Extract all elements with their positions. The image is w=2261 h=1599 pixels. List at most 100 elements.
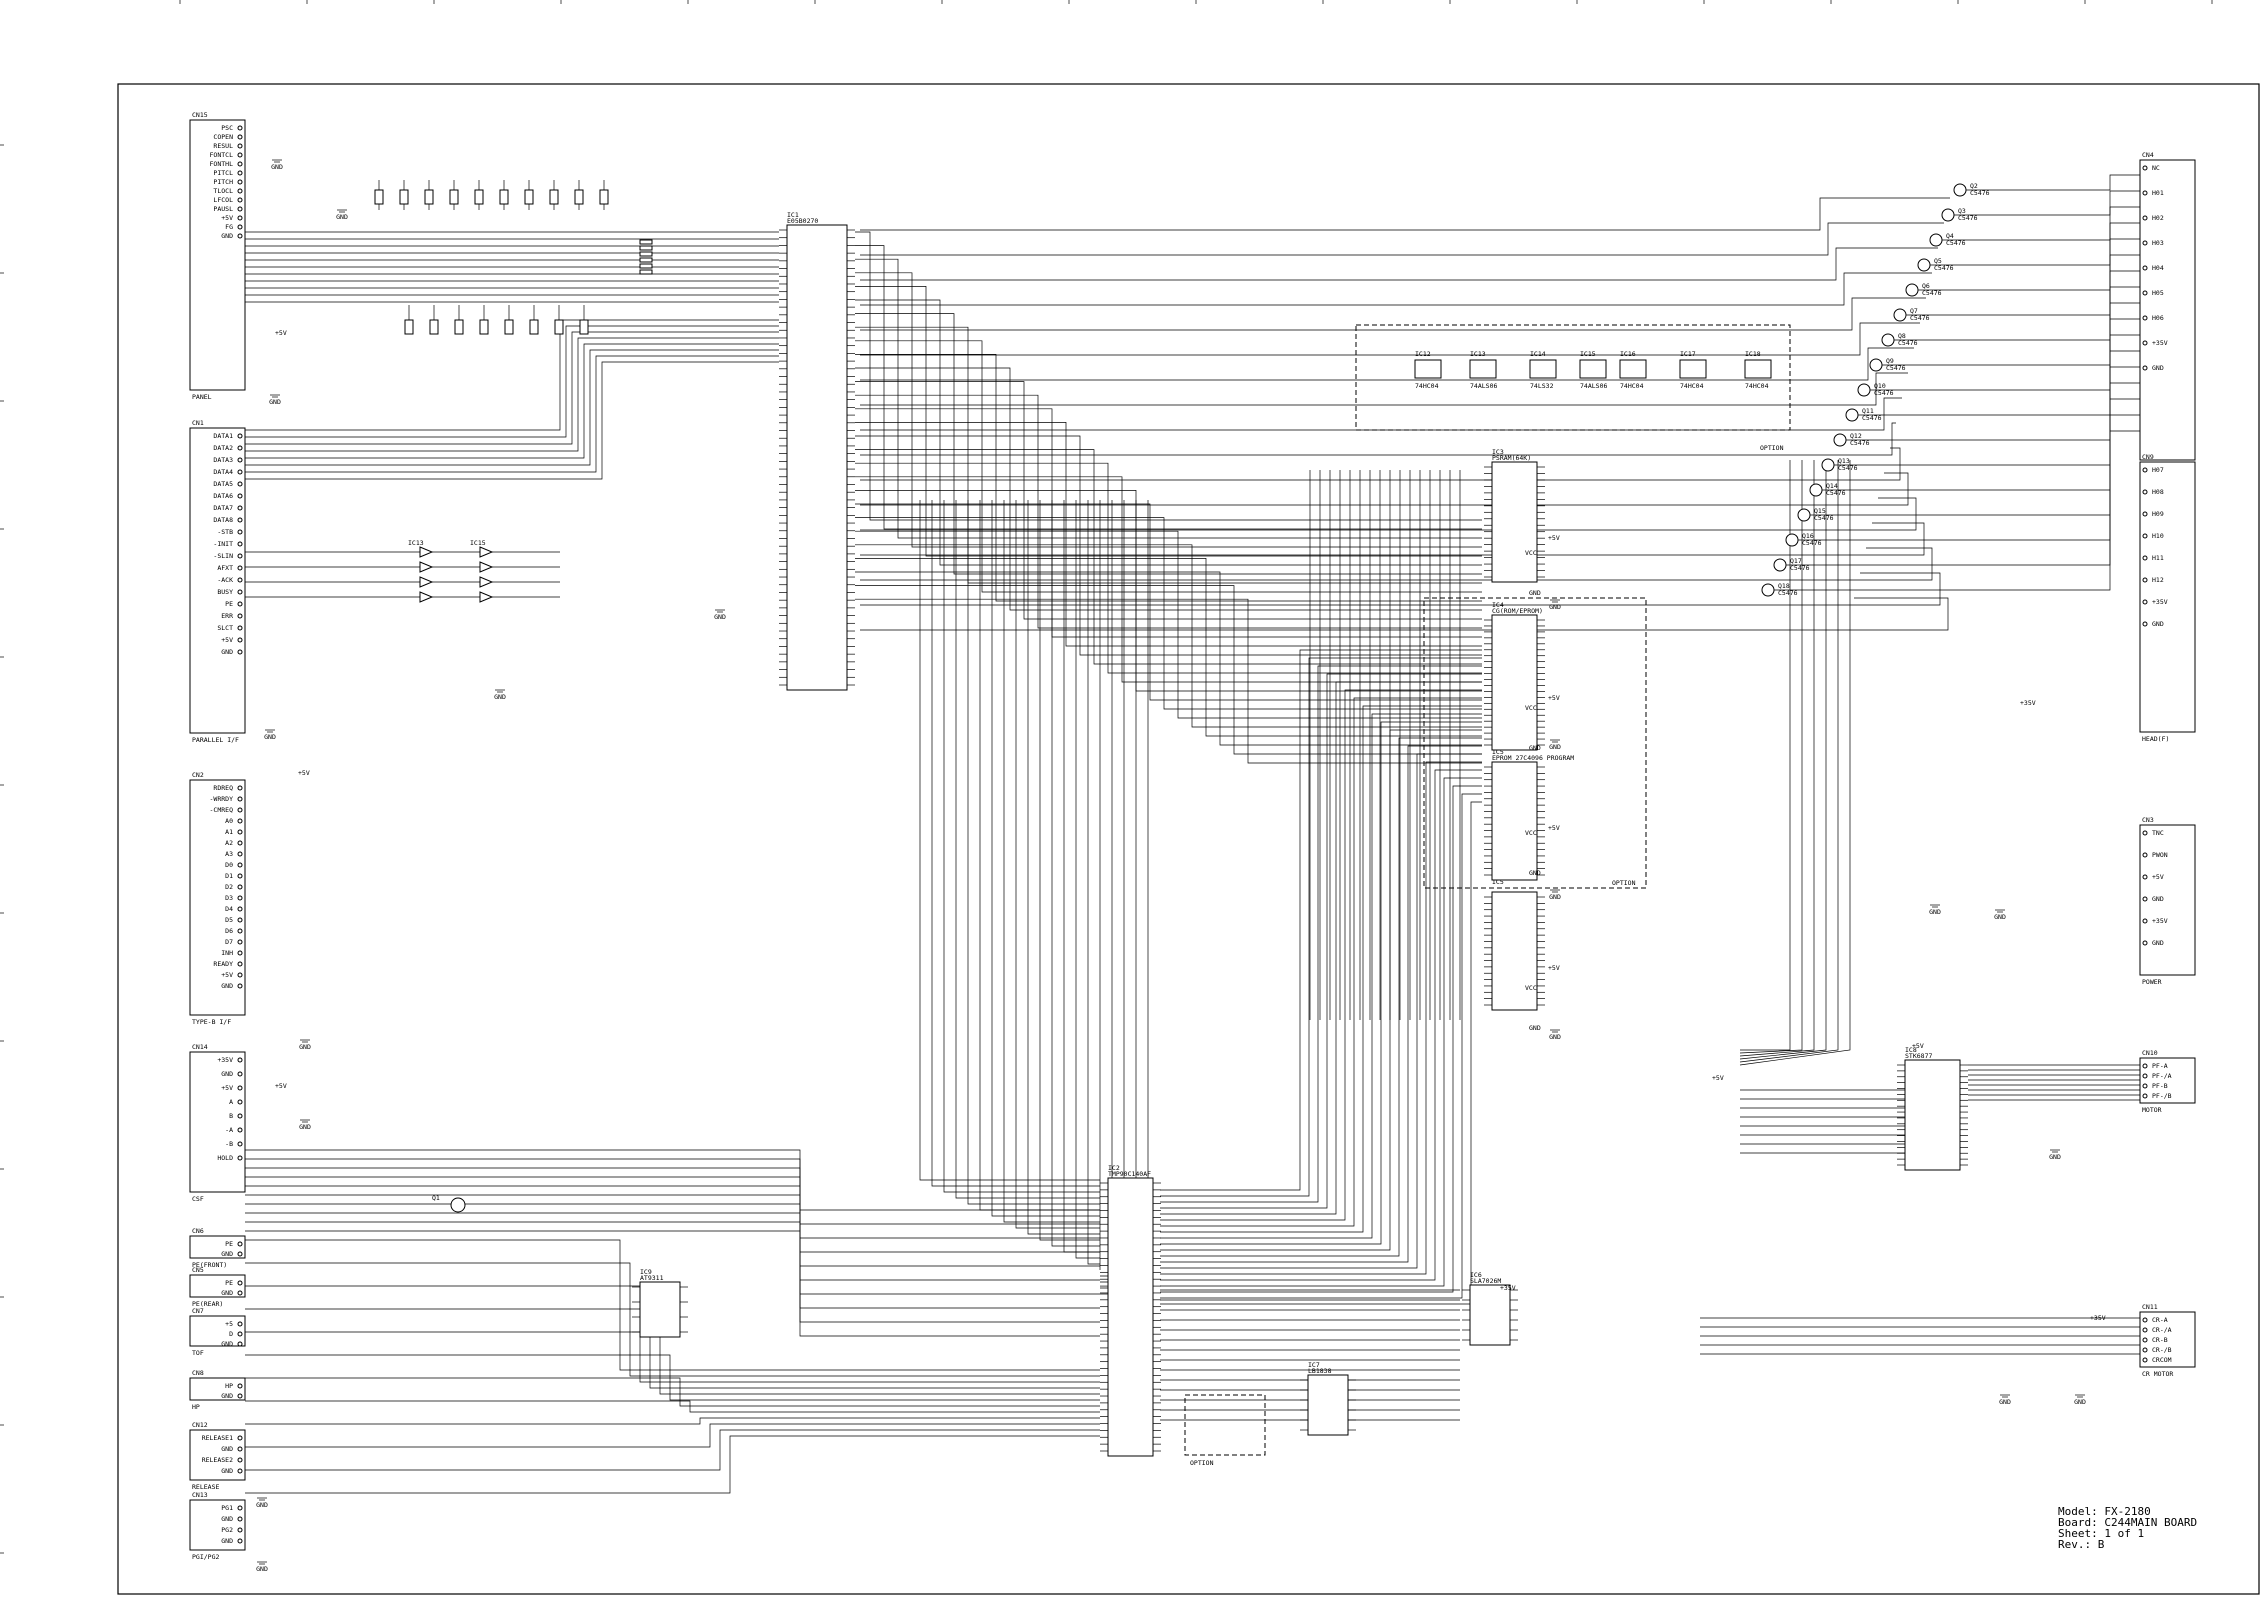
wire — [1160, 761, 1482, 1275]
wire — [1822, 366, 2140, 491]
connector-pin — [2142, 467, 2148, 473]
connector-pin-label: D4 — [225, 905, 233, 913]
connector-pin-label: NC — [2152, 164, 2160, 172]
wire — [855, 245, 1482, 530]
connector-pin-label: +5V — [221, 636, 233, 644]
wire — [855, 435, 1482, 656]
gnd-label: GND — [494, 693, 506, 701]
wire — [855, 286, 1482, 557]
ic-part: SLA7026M — [1470, 1277, 1501, 1285]
gnd-label: GND — [1529, 744, 1541, 752]
buffer-gate — [479, 576, 494, 588]
connector-pin — [2142, 1357, 2148, 1363]
wire — [1075, 500, 1100, 1259]
transistor-part: C5476 — [1946, 239, 1966, 247]
wire — [245, 319, 779, 431]
connector-pin-label: PE — [225, 1279, 233, 1287]
vcc-label: VCC — [1525, 984, 1537, 992]
connector-pin-label: D6 — [225, 927, 233, 935]
connector-pin — [237, 1241, 243, 1247]
ground-symbol: GND — [264, 729, 276, 741]
connector-pin-label: AFXT — [217, 564, 233, 572]
wire — [1160, 721, 1482, 1245]
connector-pin-label: PF-/B — [2152, 1092, 2172, 1100]
ground-symbol: GND — [256, 1497, 268, 1509]
ic-part: EPROM 27C4096 PROGRAM — [1492, 754, 1574, 762]
connector-pin — [237, 895, 243, 901]
buffer-gate — [479, 546, 494, 558]
wire — [1160, 689, 1482, 1221]
connector-pin-label: D7 — [225, 938, 233, 946]
transistor-ref: Q9 — [1886, 357, 1894, 365]
wire — [860, 422, 1896, 456]
connector-pin-label: H11 — [2152, 554, 2164, 562]
transistor-q12 — [1833, 433, 1847, 447]
connector-pin-label: D2 — [225, 883, 233, 891]
connector-pin — [2142, 577, 2148, 583]
connector-pin — [237, 134, 243, 140]
capacitor — [429, 319, 439, 335]
supply-label: +5V — [275, 329, 287, 337]
connector-pin-label: GND — [221, 1250, 233, 1258]
connector-pin-label: -ACK — [217, 576, 233, 584]
connector-name: POWER — [2142, 978, 2162, 986]
ic-body — [786, 224, 848, 691]
ground-symbol: GND — [256, 1561, 268, 1573]
connector-pin — [237, 493, 243, 499]
resistor-array — [639, 257, 653, 263]
connector-pin-label: +35V — [2152, 917, 2168, 925]
wire — [1160, 785, 1482, 1293]
gnd-label: GND — [1929, 908, 1941, 916]
connector-pin-label: FONTCL — [210, 151, 234, 159]
buffer-gate — [479, 561, 494, 573]
connector-pin-label: +35V — [2152, 598, 2168, 606]
wire — [245, 331, 779, 445]
connector-pin — [237, 1446, 243, 1452]
connector-pin-label: HP — [225, 1382, 233, 1390]
wire — [855, 313, 1482, 575]
ic-ic5: IC5 — [1484, 878, 1545, 1011]
connector-pin-label: GND — [221, 1445, 233, 1453]
connector-pin-label: -A — [225, 1126, 233, 1134]
connector-pin — [237, 939, 243, 945]
connector-body — [189, 1429, 246, 1481]
connector-pin-label: D — [229, 1330, 233, 1338]
transistor-part: C5476 — [1850, 439, 1870, 447]
ground-symbol: GND — [1549, 599, 1561, 611]
connector-pin-label: PSC — [221, 124, 233, 132]
transistor-ref: Q1 — [432, 1194, 440, 1202]
connector-pin-label: +5V — [2152, 873, 2164, 881]
ic-part: CG(ROM/EPROM) — [1492, 607, 1543, 615]
connector-pin — [237, 457, 243, 463]
wire — [1160, 745, 1482, 1263]
gnd-label: GND — [1549, 743, 1561, 751]
connector-pin-label: GND — [221, 1537, 233, 1545]
connector-pin — [237, 143, 243, 149]
gnd-label: GND — [1999, 1398, 2011, 1406]
connector-pin-label: PE — [225, 600, 233, 608]
connector-ref: CN2 — [192, 771, 204, 779]
connector-pin-label: A1 — [225, 828, 233, 836]
ground-symbol: GND — [1929, 904, 1941, 916]
wire — [1039, 500, 1100, 1241]
gate-ref: IC14 — [1530, 350, 1546, 358]
connector-pin — [237, 1071, 243, 1077]
connector-ref: CN11 — [2142, 1303, 2158, 1311]
wire — [860, 522, 1925, 556]
capacitor — [479, 319, 489, 335]
ground-symbol: GND — [299, 1119, 311, 1131]
connector-pin — [237, 1538, 243, 1544]
transistor-q17 — [1773, 558, 1787, 572]
ic-body — [1469, 1284, 1511, 1346]
connector-pin — [237, 188, 243, 194]
connector-pin-label: H02 — [2152, 214, 2164, 222]
gate-body — [1414, 359, 1442, 379]
gate-body — [1529, 359, 1557, 379]
transistor-part: C5476 — [1802, 539, 1822, 547]
connector-pin — [2142, 599, 2148, 605]
wire — [1739, 460, 1839, 1063]
transistor-ref: Q13 — [1838, 457, 1850, 465]
wire — [245, 1158, 1100, 1225]
